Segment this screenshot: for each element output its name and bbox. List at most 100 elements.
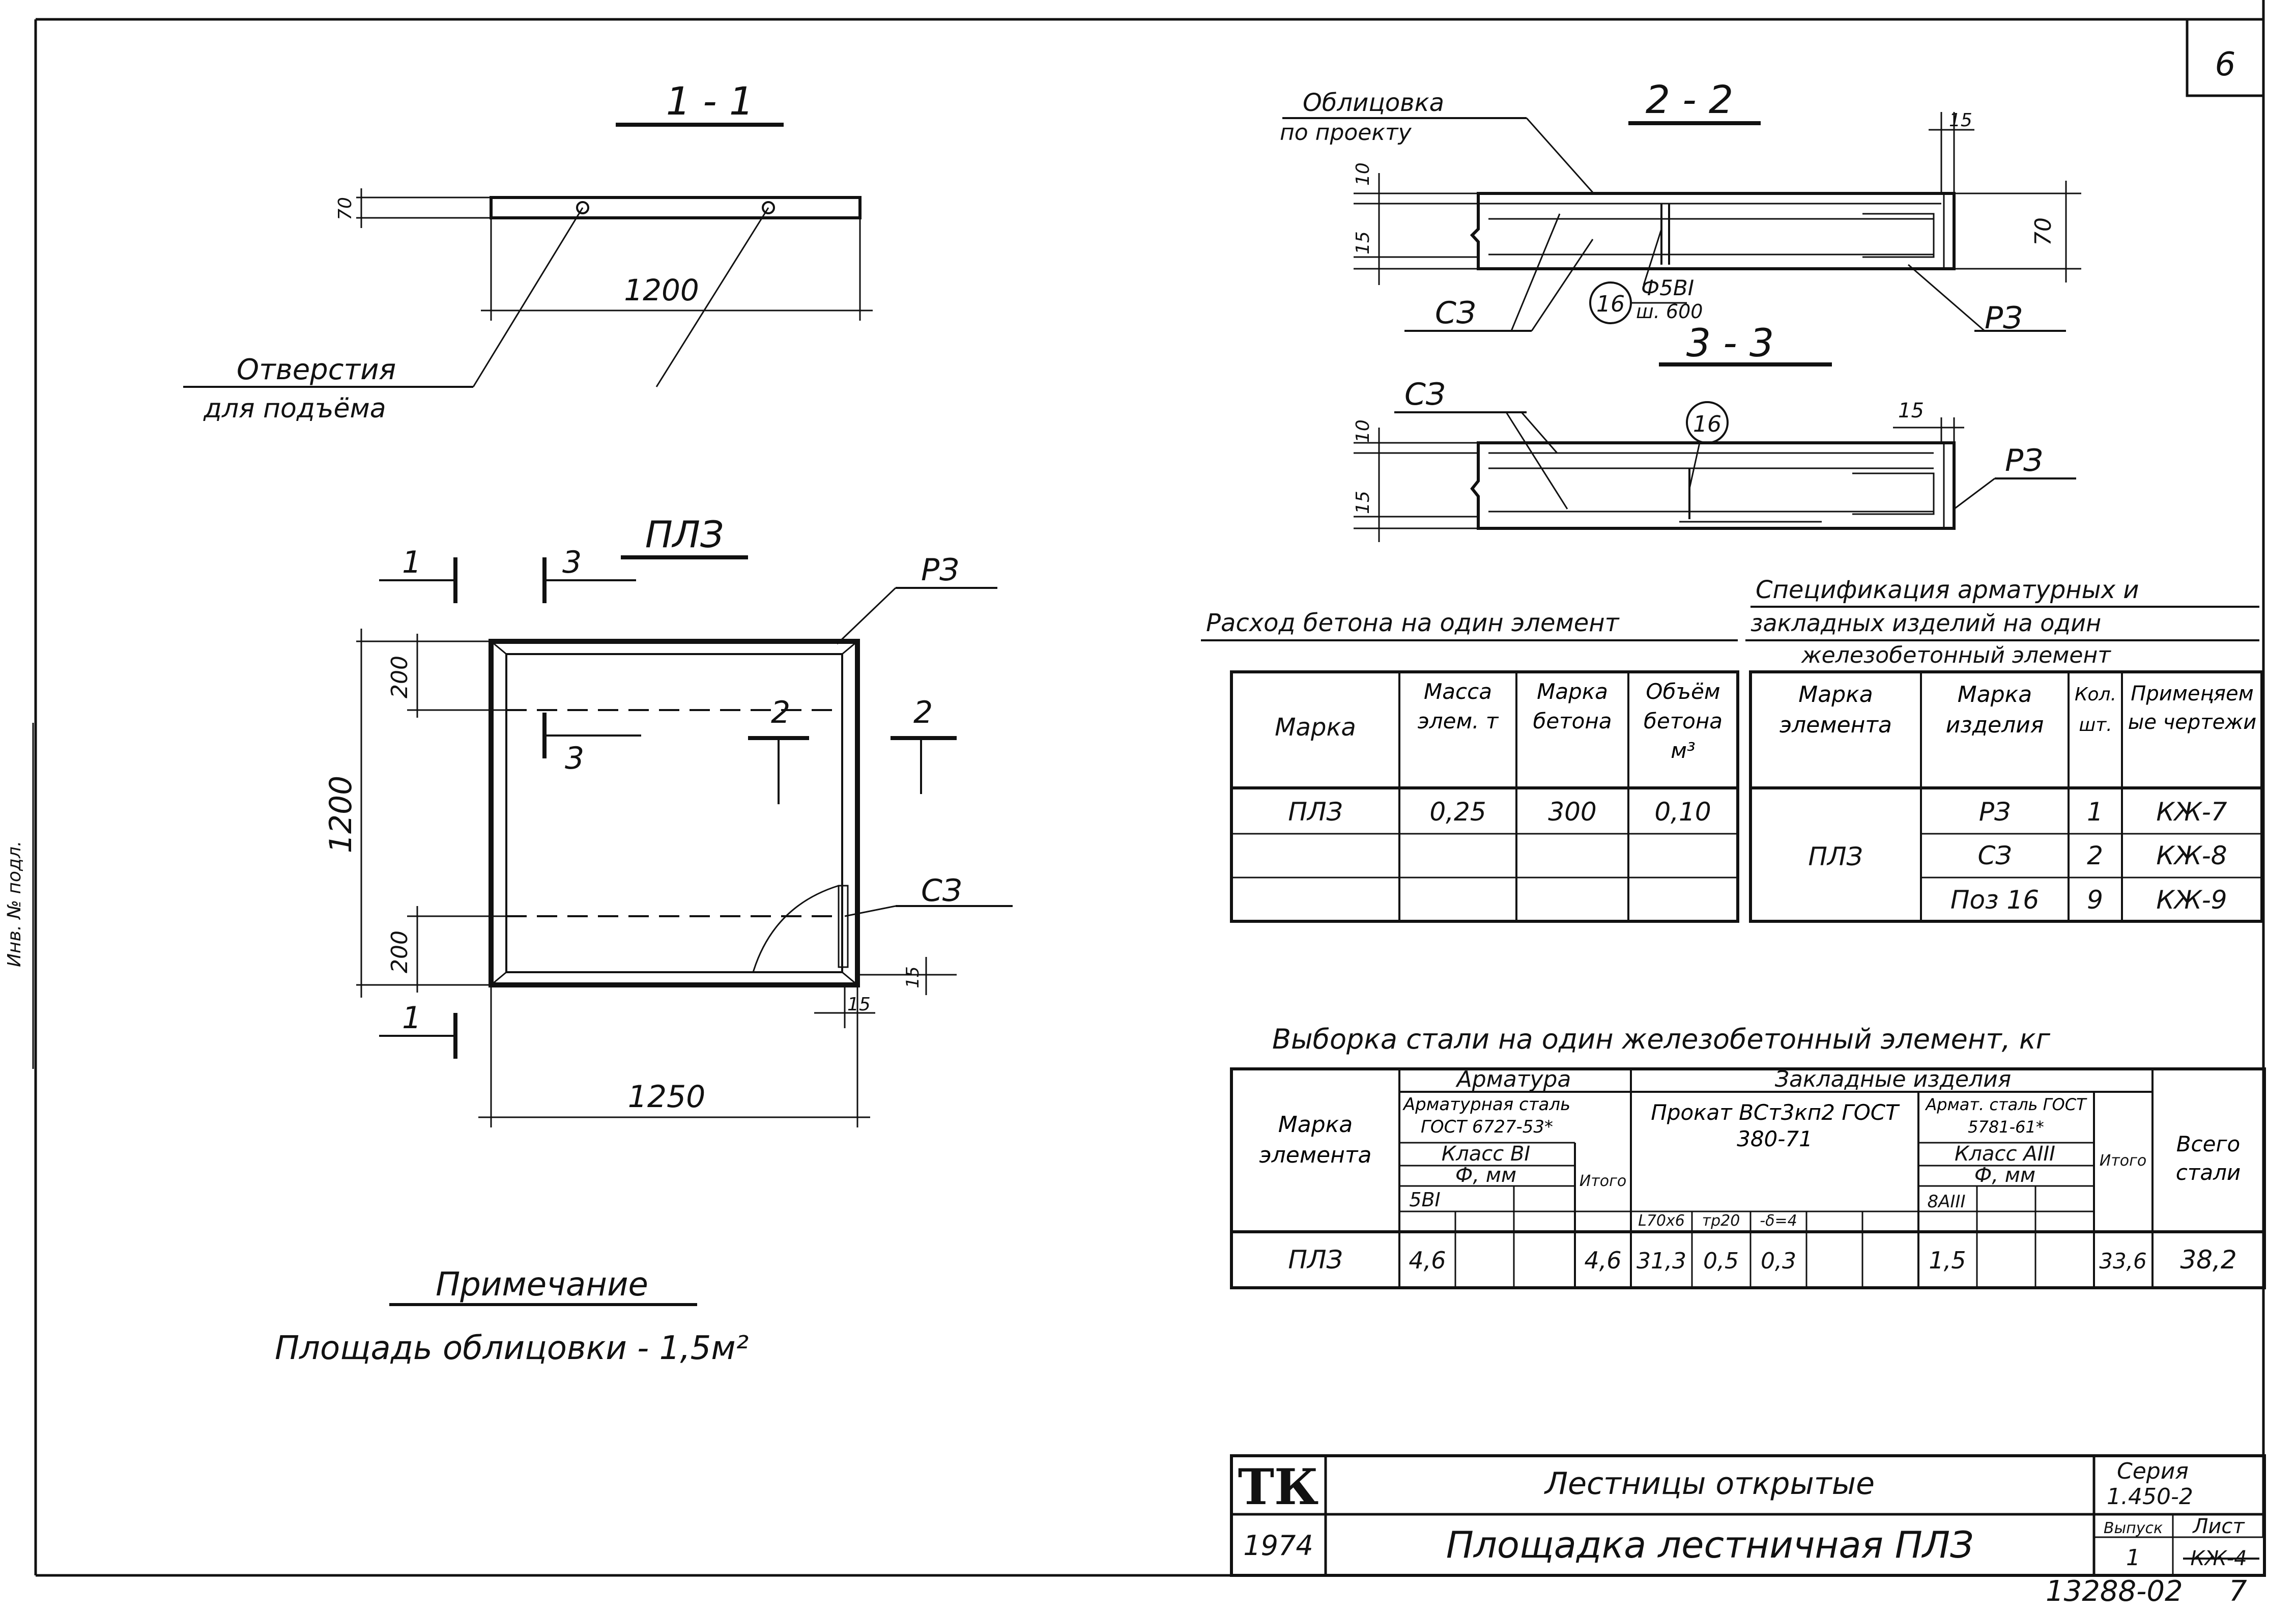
plan-dim-1200: 1200 (323, 776, 359, 854)
plan-rz: РЗ (921, 552, 959, 588)
steel-cell-mark: ПЛЗ (1288, 1245, 1342, 1275)
steel-h-prokat: Прокат ВСт3кп2 ГОСТ 380-71 (1651, 1100, 1899, 1151)
spec-h-item: Марка изделия (1945, 682, 2044, 738)
sec22-dim-15: 15 (1353, 231, 1373, 255)
spec-r3-item: Поз 16 (1950, 885, 2039, 915)
steel-cell-itogo2: 33,6 (2099, 1249, 2147, 1274)
section-1-1: 1 - 1 70 1200 Отверстия для подъёма (183, 78, 873, 424)
concrete-cell-mass: 0,25 (1429, 797, 1486, 827)
steel-h-embedded: Закладные изделия (1775, 1066, 2012, 1092)
concrete-cell-volume: 0,10 (1654, 797, 1711, 827)
sec22-rz: РЗ (1985, 300, 2023, 336)
tb-issue-label: Выпуск (2104, 1519, 2163, 1537)
steel-h-arm-steel2: Армат. сталь ГОСТ 5781-61* (1926, 1095, 2086, 1137)
steel-h-sub2: тр20 (1702, 1212, 1740, 1230)
concrete-h-mass: Масса элем. т (1417, 679, 1499, 733)
steel-h-5b1: 5ВI (1409, 1189, 1440, 1211)
spec-caption3: железобетонный элемент (1801, 642, 2111, 668)
concrete-h-mark: Марка (1275, 713, 1356, 742)
section-3-3-title: 3 - 3 (1686, 320, 1774, 365)
concrete-h-grade: Марка бетона (1533, 679, 1612, 733)
tb-title1: Лестницы открытые (1544, 1466, 1875, 1502)
sec33-pos: 16 (1693, 411, 1721, 437)
spec-r1-drawing: КЖ-7 (2156, 797, 2227, 827)
steel-cell-plate: 0,3 (1761, 1248, 1796, 1274)
plan-cut1-top: 1 (402, 545, 421, 580)
concrete-caption: Расход бетона на один элемент (1206, 609, 1620, 637)
sec33-cz: СЗ (1404, 377, 1445, 412)
steel-h-total: Всего стали (2175, 1132, 2241, 1185)
sheet-number: 6 (2215, 46, 2236, 83)
note-title: Примечание (436, 1266, 648, 1304)
concrete-table: Расход бетона на один элемент Марка Масс… (1201, 609, 1739, 923)
steel-h-diam: Ф, мм (1455, 1164, 1516, 1187)
section-1-1-title: 1 - 1 (666, 78, 754, 124)
sec33-rz: РЗ (2005, 443, 2043, 478)
note: Примечание Площадь облицовки - 1,5м² (275, 1266, 749, 1367)
plan-cut3-top: 3 (562, 545, 582, 580)
spec-r2-qty: 2 (2087, 841, 2103, 870)
steel-h-arm-steel: Арматурная сталь ГОСТ 6727-53* (1403, 1094, 1571, 1137)
sec22-cz: СЗ (1435, 295, 1476, 331)
sec11-dim-70: 70 (335, 197, 356, 220)
spec-r3-drawing: КЖ-9 (2156, 885, 2227, 915)
steel-h-class-b1: Класс ВI (1442, 1142, 1530, 1166)
plan-dim-1250: 1250 (628, 1079, 706, 1115)
concrete-cell-grade: 300 (1548, 797, 1596, 827)
sec22-rebar2: ш. 600 (1636, 300, 1703, 323)
note-text: Площадь облицовки - 1,5м² (275, 1330, 749, 1367)
steel-cell-total: 38,2 (2180, 1245, 2236, 1275)
steel-h-sub3: -δ=4 (1760, 1212, 1797, 1230)
plan-cut1-bot: 1 (402, 1000, 421, 1036)
sec11-dim-1200: 1200 (624, 273, 699, 307)
spec-r2-item: СЗ (1978, 841, 2012, 870)
sec33-dim-10: 10 (1353, 419, 1373, 443)
section-2-2-title: 2 - 2 (1646, 77, 1733, 122)
tb-series-label: Серия (2117, 1458, 2189, 1484)
tb-logo: ТК (1238, 1458, 1319, 1516)
tb-year: 1974 (1243, 1530, 1313, 1562)
plan-dim-200-top: 200 (387, 656, 413, 698)
sec22-cladding1: Облицовка (1303, 89, 1444, 117)
plan-cut3-inner: 3 (565, 741, 584, 776)
steel-h-class-a3: Класс АIII (1955, 1142, 2055, 1166)
spec-r2-drawing: КЖ-8 (2156, 841, 2227, 870)
steel-table: Выборка стали на один железобетонный эле… (1230, 1023, 2266, 1289)
spec-table: Спецификация арматурных и закладных изде… (1745, 576, 2263, 923)
section-2-2: 2 - 2 Облицовка по проекту 10 15 15 70 (1280, 77, 2081, 336)
sec22-dim-15-top: 15 (1949, 110, 1972, 131)
tb-page: 7 (2229, 1575, 2247, 1608)
steel-cell-5b1: 4,6 (1409, 1247, 1446, 1274)
concrete-cell-mark: ПЛЗ (1288, 797, 1342, 827)
steel-h-mark: Марка элемента (1259, 1112, 1372, 1168)
steel-cell-itogo: 4,6 (1584, 1247, 1621, 1274)
steel-caption: Выборка стали на один железобетонный эле… (1272, 1023, 2051, 1055)
steel-h-armatura: Арматура (1455, 1066, 1571, 1092)
steel-cell-l70: 31,3 (1637, 1248, 1686, 1274)
plan-plz: ПЛЗ РЗ СЗ 1200 200 200 (323, 513, 1013, 1127)
tb-doc-number: 13288-02 (2046, 1575, 2183, 1608)
plan-dim-15a: 15 (903, 966, 923, 988)
sec22-cladding2: по проекту (1280, 120, 1412, 146)
sec22-rebar1: Ф5ВI (1641, 275, 1694, 300)
tb-series: 1.450-2 (2107, 1484, 2193, 1510)
plan-cz: СЗ (921, 873, 962, 909)
plan-cut2-inner: 2 (771, 695, 790, 730)
plan-cut2-right: 2 (913, 695, 933, 730)
tb-issue: 1 (2126, 1545, 2140, 1571)
sec11-note2: для подъёма (203, 393, 386, 424)
steel-h-itogo2: Итого (2100, 1152, 2146, 1170)
tb-title2: Площадка лестничная ПЛЗ (1446, 1523, 1974, 1566)
steel-cell-tr20: 0,5 (1703, 1248, 1739, 1274)
steel-h-diam2: Ф, мм (1974, 1164, 2035, 1187)
spec-caption2: закладных изделий на один (1750, 609, 2101, 637)
sec33-dim-15-top: 15 (1898, 399, 1924, 422)
tb-sheet-label: Лист (2192, 1515, 2245, 1538)
sec11-note1: Отверстия (237, 353, 396, 386)
steel-cell-8a3: 1,5 (1929, 1247, 1966, 1274)
plan-title: ПЛЗ (645, 513, 724, 556)
spec-r3-qty: 9 (2087, 885, 2103, 915)
steel-h-sub1: L70х6 (1638, 1212, 1685, 1230)
spec-h-drawings: Примеңяемые чертежи (2128, 682, 2257, 734)
side-stamp: Инв. № подл. (4, 841, 25, 967)
